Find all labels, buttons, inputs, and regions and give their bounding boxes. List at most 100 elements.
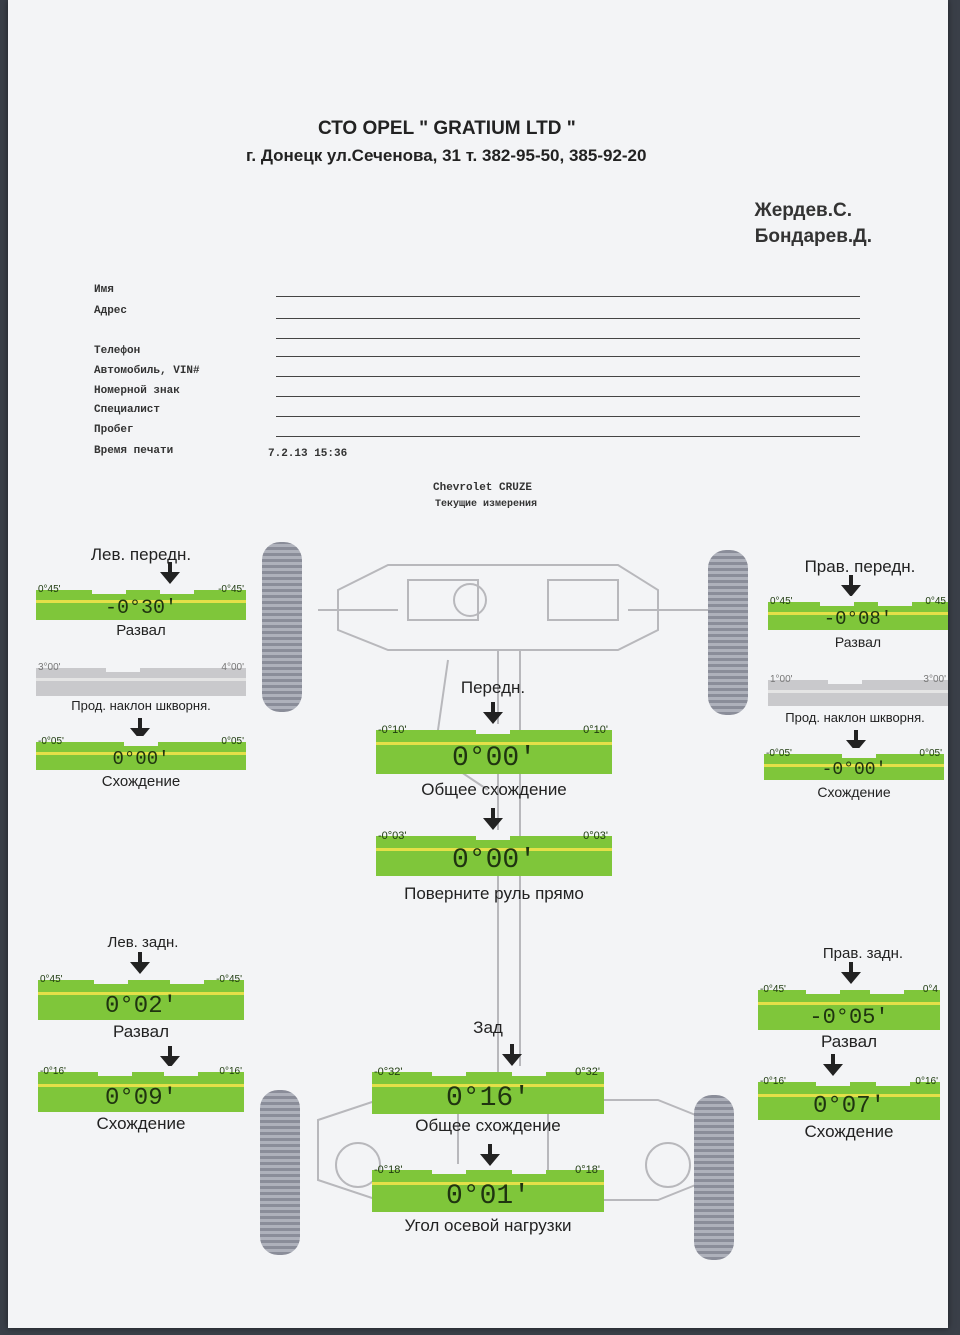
rear-right-wheel [694,1095,734,1260]
rear-right-toe-label: Схождение [804,1122,894,1141]
gauge-min: -0°05' [38,736,64,747]
front-right-toe-label: Схождение [817,784,891,800]
front-right-caster-gauge: 1°00' 3°00' [768,674,948,706]
indicator-arrow-icon [160,562,180,584]
front-left-caster-label: Прод. наклон шкворня. [71,698,211,713]
front-right-title: Прав. передн. [804,557,916,576]
staff-name-1: Жердев.С. [754,200,852,221]
front-left-wheel [262,542,302,712]
front-right-caster-label: Прод. наклон шкворня. [785,710,925,725]
gauge-min: -0°16' [40,1066,66,1077]
gauge-max: 0°45 [925,596,946,607]
indicator-arrow-icon [483,702,503,724]
gauge-max: 0°05' [919,748,942,759]
field-label-specialist: Специалист [94,404,161,416]
front-total-toe-label: Общее схождение [421,780,567,799]
front-left-toe-label: Схождение [101,773,181,790]
front-right-wheel [708,550,748,715]
form-line [276,338,860,339]
form-line [276,296,860,297]
front-axle-title: Передн. [460,678,526,697]
field-label-vin: Автомобиль, VIN# [94,365,200,377]
gauge-min: -0°32' [374,1066,403,1078]
gauge-min: 0°45' [38,584,61,595]
indicator-arrow-icon [841,575,861,597]
gauge-max: -0°45' [216,974,242,985]
front-total-toe-gauge: -0°10' 0°10' 0°00' [376,724,612,774]
gauge-value: 0°00' [451,845,536,876]
front-left-caster-gauge: 3°00' 4°00' [36,662,246,696]
gauge-min: -0°45' [760,984,786,995]
gauge-value: -0°05' [809,1005,889,1030]
gauge-min: -0°05' [766,748,792,759]
rear-left-wheel [260,1090,300,1255]
rear-right-title: Прав. задн. [822,945,904,962]
rear-total-toe-label: Общее схождение [415,1116,561,1135]
rear-axle-title: Зад [473,1018,503,1037]
steering-label: Поверните руль прямо [404,884,584,903]
front-left-camber-gauge: 0°45' -0°45' -0°30' [36,584,246,620]
rear-left-title: Лев. задн. [107,934,179,951]
gauge-value: 0°02' [104,993,177,1020]
gauge-max: 0°16' [219,1066,242,1077]
gauge-value: 0°09' [104,1085,177,1112]
gauge-value: -0°08' [823,608,893,630]
gauge-min: 3°00' [38,662,61,673]
gauge-min: -0°18' [374,1164,403,1176]
field-label-print-time: Время печати [94,445,174,457]
rear-left-toe-label: Схождение [96,1114,186,1133]
gauge-max: 0°18' [575,1164,600,1176]
gauge-value: 0°01' [445,1181,530,1212]
gauge-max: 0°05' [221,736,244,747]
thrust-angle-label: Угол осевой нагрузки [404,1216,572,1235]
form-line [276,416,860,417]
gauge-value: -0°30' [104,597,177,620]
front-left-title: Лев. передн. [90,545,192,564]
print-time-value: 7.2.13 15:36 [268,448,348,460]
form-line [276,436,860,437]
rear-right-camber-gauge: -0°45' 0°4 -0°05' [758,984,940,1030]
indicator-arrow-icon [502,1044,522,1066]
company-name: СТО OPEL " GRATIUM LTD " [318,118,576,139]
gauge-value: 0°00' [451,743,536,774]
gauge-min: -0°10' [378,724,407,736]
front-left-toe-gauge: -0°05' 0°05' 0°00' [36,736,246,770]
measurements-subtitle: Текущие измерения [435,499,538,510]
form-line [276,396,860,397]
gauge-min: 0°45' [40,974,63,985]
rear-left-toe-gauge: -0°16' 0°16' 0°09' [38,1066,244,1112]
gauge-max: 0°32' [575,1066,600,1078]
field-label-address: Адрес [94,305,128,317]
form-line [276,356,860,357]
gauge-value: 0°00' [112,748,170,770]
gauge-value: 0°16' [445,1083,530,1114]
gauge-min: 1°00' [770,674,793,685]
rear-left-camber-label: Развал [112,1022,170,1041]
gauge-max: -0°45' [218,584,244,595]
gauge-max: 4°00' [221,662,244,673]
field-label-plate: Номерной знак [94,385,180,397]
company-address: г. Донецк ул.Сеченова, 31 т. 382-95-50, … [246,146,647,165]
gauge-max: 0°03' [583,830,608,842]
field-label-mileage: Пробег [94,424,134,436]
printed-sheet: СТО OPEL " GRATIUM LTD " г. Донецк ул.Се… [8,0,948,1328]
gauge-max: 0°16' [915,1076,938,1087]
gauge-value: -0°00' [821,760,887,780]
field-label-name: Имя [94,284,114,296]
vehicle-model: Chevrolet CRUZE [433,482,533,494]
gauge-min: 0°45' [770,596,793,607]
indicator-arrow-icon [841,962,861,984]
rear-right-toe-gauge: -0°16' 0°16' 0°07' [758,1076,940,1120]
front-right-camber-gauge: 0°45' 0°45 -0°08' [768,596,948,630]
indicator-arrow-icon [480,1144,500,1166]
front-left-camber-label: Развал [116,622,166,639]
form-line [276,318,860,319]
rear-right-camber-label: Развал [820,1032,878,1051]
gauge-max: 3°00' [923,674,946,685]
form-line [276,376,860,377]
indicator-arrow-icon [160,1046,180,1068]
gauge-value: 0°07' [812,1093,885,1120]
gauge-min: -0°16' [760,1076,786,1087]
gauge-min: -0°03' [378,830,407,842]
front-right-toe-gauge: -0°05' 0°05' -0°00' [764,748,944,780]
